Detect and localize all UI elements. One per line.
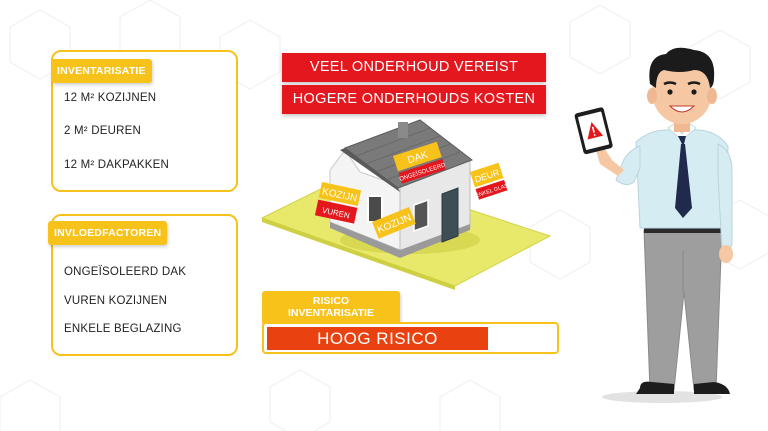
tie	[675, 144, 692, 218]
inventory-tag: INVENTARISATIE	[51, 59, 152, 83]
front-door	[441, 187, 459, 243]
risk-tag-line-1: RISICO	[312, 295, 350, 307]
risk-meter-fill: HOOG RISICO	[267, 327, 488, 350]
warning-triangle-icon	[587, 122, 604, 140]
costs-banner: HOGERE ONDERHOUDS KOSTEN	[282, 85, 546, 114]
inventory-line-doors: 2 M² DEUREN	[64, 125, 141, 137]
inventory-line-roof: 12 M² DAKPAKKEN	[64, 159, 170, 171]
maintenance-banner: VEEL ONDERHOUD VEREIST	[282, 53, 546, 82]
factors-line-roof: ONGEÏSOLEERD DAK	[64, 266, 187, 278]
risk-tag: RISICO INVENTARISATIE	[262, 291, 400, 325]
factors-tag: INVLOEDFACTOREN	[48, 221, 168, 245]
factors-line-frames: VUREN KOZIJNEN	[64, 295, 168, 307]
inventory-line-frames: 12 M² KOZIJNEN	[64, 92, 157, 104]
factors-line-glazing: ENKELE BEGLAZING	[64, 323, 182, 335]
risk-tag-line-2: INVENTARISATIE	[288, 307, 374, 319]
